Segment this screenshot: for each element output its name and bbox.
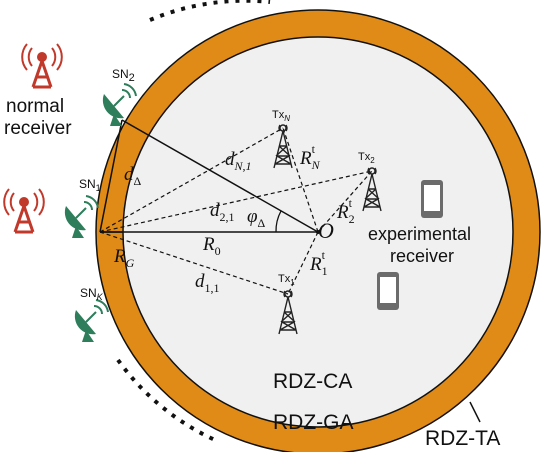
- txn-label: TxN: [272, 109, 290, 123]
- tx2-label: Tx2: [358, 151, 375, 165]
- satellite-dish-icon: [74, 299, 109, 342]
- ta-boundary-bottom-arc: [116, 358, 216, 442]
- center-point: [316, 230, 320, 234]
- ta-boundary-top-arc: [149, 0, 271, 22]
- center-label: O: [318, 218, 334, 243]
- smartphone-icon: [421, 180, 443, 218]
- d11-label: d1,1: [195, 271, 220, 295]
- experimental-receiver-label-1: experimental: [368, 224, 471, 244]
- sn2-to-center-line: [121, 119, 319, 233]
- tx1-label: Tx1: [278, 273, 295, 287]
- r2-label: R2t: [336, 196, 355, 226]
- d21-label: d2,1: [210, 200, 235, 224]
- d-delta-label: dΔ: [124, 164, 142, 188]
- normal-receiver-label-2: receiver: [4, 118, 72, 139]
- r1-line: [287, 231, 319, 295]
- d-delta-line: [99, 119, 123, 233]
- satellite-dish-icon: [64, 195, 99, 238]
- dn1-label: dN,1: [225, 149, 252, 173]
- sn2-label: SN2: [112, 67, 135, 84]
- rn-line: [282, 127, 319, 233]
- snk-label: SNK: [80, 286, 104, 302]
- zone-ga-label: RDZ-GA: [273, 411, 354, 434]
- phi-angle-arc: [275, 210, 282, 233]
- r0-label: R0: [202, 234, 221, 258]
- rn-label: RNt: [299, 142, 321, 172]
- radio-tower-icon: [278, 290, 298, 335]
- satellite-dish-icon: [102, 83, 137, 126]
- normal-receiver-label-1: normal: [6, 96, 64, 117]
- dn1-line: [99, 127, 284, 233]
- antenna-tower-icon: [3, 188, 45, 234]
- ta-label-leader: [469, 401, 481, 423]
- r1-label: R1t: [309, 248, 328, 278]
- rg-label: RG: [113, 246, 135, 270]
- geometry-lines: [99, 119, 319, 233]
- zone-ca-label: RDZ-CA: [273, 370, 352, 393]
- smartphone-icon: [377, 272, 399, 310]
- radio-tower-icon: [362, 167, 382, 212]
- antenna-tower-icon: [21, 43, 63, 89]
- d21-line: [99, 170, 373, 233]
- d11-line: [99, 231, 289, 295]
- phi-label: φΔ: [247, 206, 266, 230]
- zone-ta-label: RDZ-TA: [425, 427, 500, 450]
- sn1-label: SN1: [79, 177, 101, 193]
- experimental-receiver-label-2: receiver: [390, 246, 454, 266]
- radio-tower-icon: [273, 124, 293, 169]
- dashed-lines: [99, 127, 373, 295]
